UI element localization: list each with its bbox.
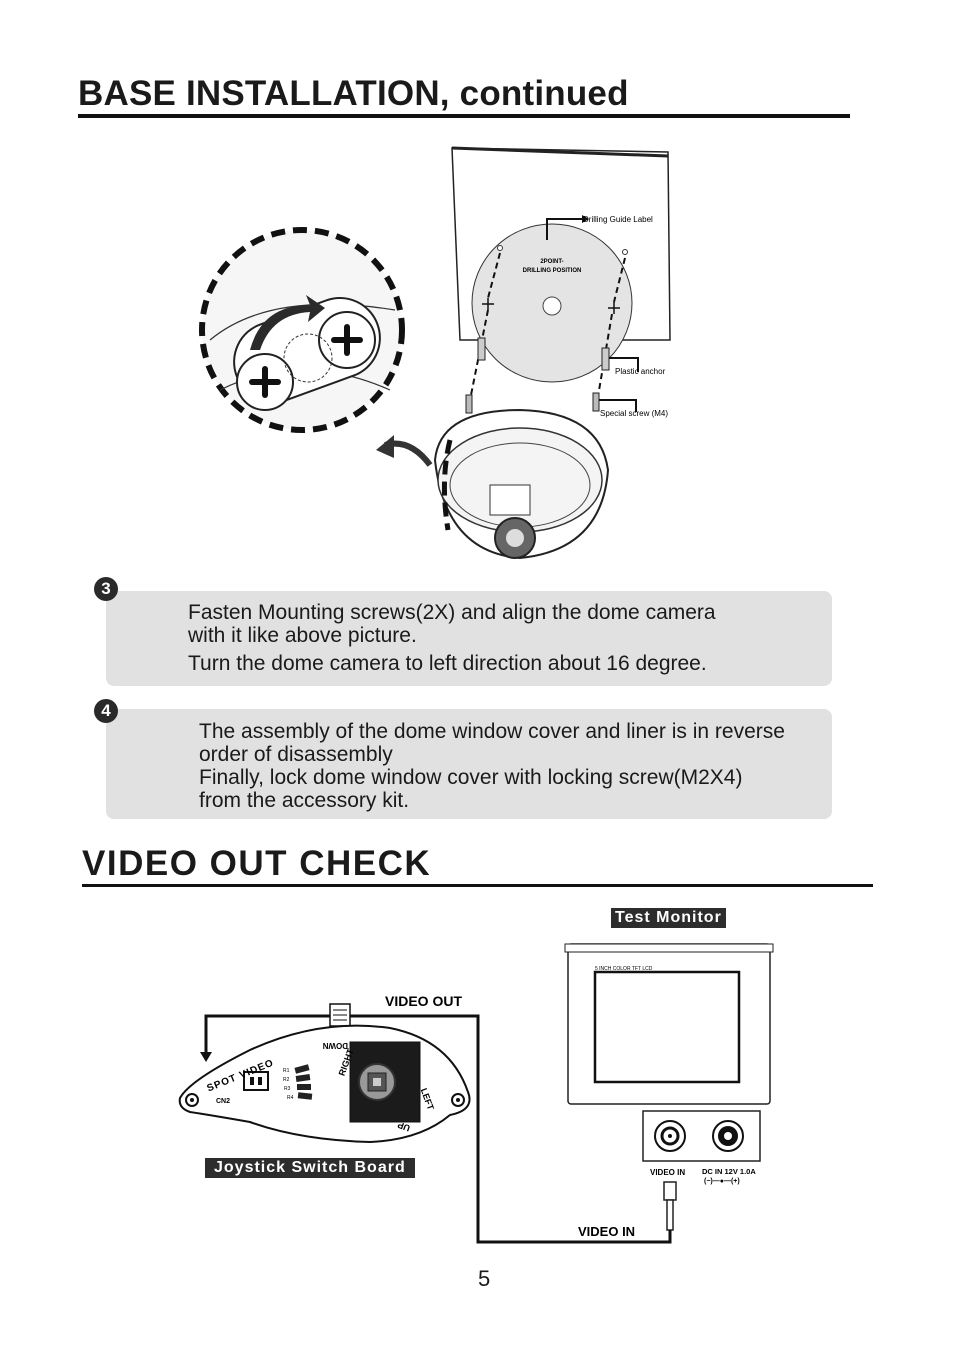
two-point-text: 2POINT- (540, 259, 563, 265)
r1-label: R1 (283, 1068, 290, 1074)
down-label: DOWN (322, 1041, 348, 1050)
test-monitor-label: Test Monitor (611, 908, 726, 928)
step-3-box (106, 591, 832, 686)
step-4-box (106, 709, 832, 819)
section-title-video-out-check: VIDEO OUT CHECK (82, 844, 432, 883)
video-out-label: VIDEO OUT (385, 993, 462, 1009)
r4-label: R4 (287, 1095, 294, 1101)
video-in-cable-label: VIDEO IN (578, 1224, 635, 1239)
installation-diagram: 2POINT- DRILLING POSITION Drilling Guide… (199, 146, 671, 560)
plastic-anchor-label: Plastic anchor (615, 367, 666, 376)
r2-label: R2 (283, 1077, 290, 1083)
step-3-line-2: with it like above picture. (188, 624, 417, 647)
step-3-line-3: Turn the dome camera to left direction a… (188, 652, 707, 675)
special-screw-label: Special screw (M4) (600, 409, 668, 418)
cn2-label: CN2 (216, 1098, 230, 1105)
video-in-port-label: VIDEO IN (650, 1168, 685, 1177)
rotate-arrow-icon (250, 295, 325, 350)
monitor-screen (593, 970, 741, 1084)
video-out-diagram: 5 INCH COLOR TFT LCD VIDEO IN DC IN 12V … (178, 943, 774, 1244)
cn2-connector (243, 1071, 269, 1091)
section-title-base-installation: BASE INSTALLATION, continued (78, 74, 629, 113)
title-underline-2 (82, 884, 873, 887)
step-3-number: 3 (94, 577, 118, 601)
step-4-text: The assembly of the dome window cover an… (199, 720, 785, 812)
step-4-line-1: The assembly of the dome window cover an… (199, 720, 785, 743)
step-4-line-3: Finally, lock dome window cover with loc… (199, 766, 743, 789)
joystick-board-label: Joystick Switch Board (205, 1158, 415, 1178)
pointer-arrow-icon (376, 435, 394, 458)
step-4-line-2: order of disassembly (199, 743, 393, 766)
step-3-line-1: Fasten Mounting screws(2X) and align the… (188, 601, 716, 624)
dc-in-label: DC IN 12V 1.0A (702, 1167, 756, 1176)
drilling-position-text: DRILLING POSITION (523, 268, 582, 274)
drilling-guide-label-text: Drilling Guide Label (583, 215, 653, 224)
page-number: 5 (478, 1266, 491, 1291)
r3-label: R3 (284, 1086, 291, 1092)
polarity-label: (−)—●—(+) (704, 1178, 740, 1185)
lcd-label: 5 INCH COLOR TFT LCD (595, 966, 653, 972)
video-in-plug (666, 1199, 674, 1231)
step-3-text: Fasten Mounting screws(2X) and align the… (188, 601, 716, 675)
up-label: UP (396, 1120, 411, 1134)
step-4-line-4: from the accessory kit. (199, 789, 410, 812)
video-cable (204, 1014, 672, 1244)
title-underline (78, 114, 850, 118)
step-4-number: 4 (94, 699, 118, 723)
